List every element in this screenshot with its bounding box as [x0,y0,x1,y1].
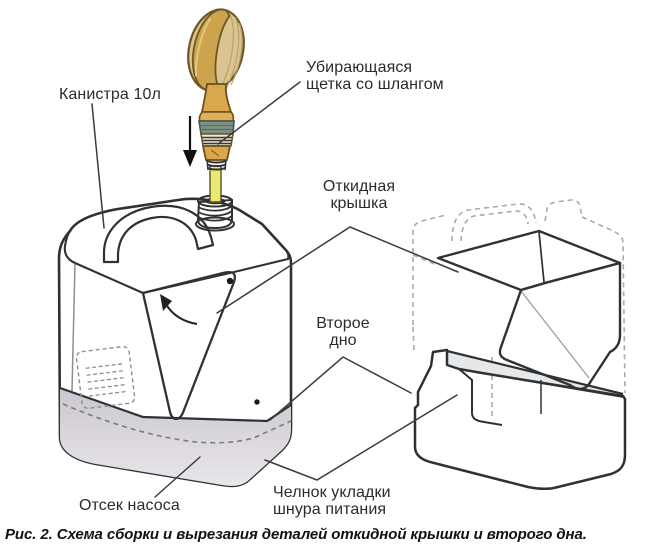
second-bottom-tray-piece [413,348,627,491]
down-arrow-icon [183,116,197,167]
hinged-lid-piece [436,229,622,391]
hose-tube [209,165,222,203]
seam-dot [254,399,260,405]
label-canister: Канистра 10л [59,86,161,103]
label-brush: Убирающаяся щетка со шлангом [306,59,444,93]
canister-top-face [63,197,290,295]
pump-compartment-band [60,388,291,486]
canister-handle [102,204,215,264]
label-shuttle: Челнок укладки шнура питания [273,484,391,518]
pump-pointer-line [154,456,201,498]
canister-drawing [57,194,293,488]
lid-pointer-line [216,226,459,314]
shuttle-notch [458,368,503,426]
label-lid: Откидная крышка [322,178,396,212]
vent-grille [75,345,136,409]
brush-with-hose-illustration [183,8,245,203]
brush-head [187,8,245,92]
shuttle-pointer-line [264,394,458,481]
second-bottom-pointer-line [269,356,412,421]
label-pump: Отсек насоса [79,497,180,514]
pivot-dot [226,277,234,285]
callout-lines [91,81,459,498]
lid-flap-cut [141,270,236,421]
label-second-bottom: Второе дно [316,315,370,349]
figure-caption: Рис. 2. Схема сборки и вырезания деталей… [5,526,587,543]
canister-pointer-line [91,103,105,229]
brush-handle [198,83,235,171]
brush-pointer-line [217,81,301,145]
rotate-arrow-icon [160,294,198,325]
